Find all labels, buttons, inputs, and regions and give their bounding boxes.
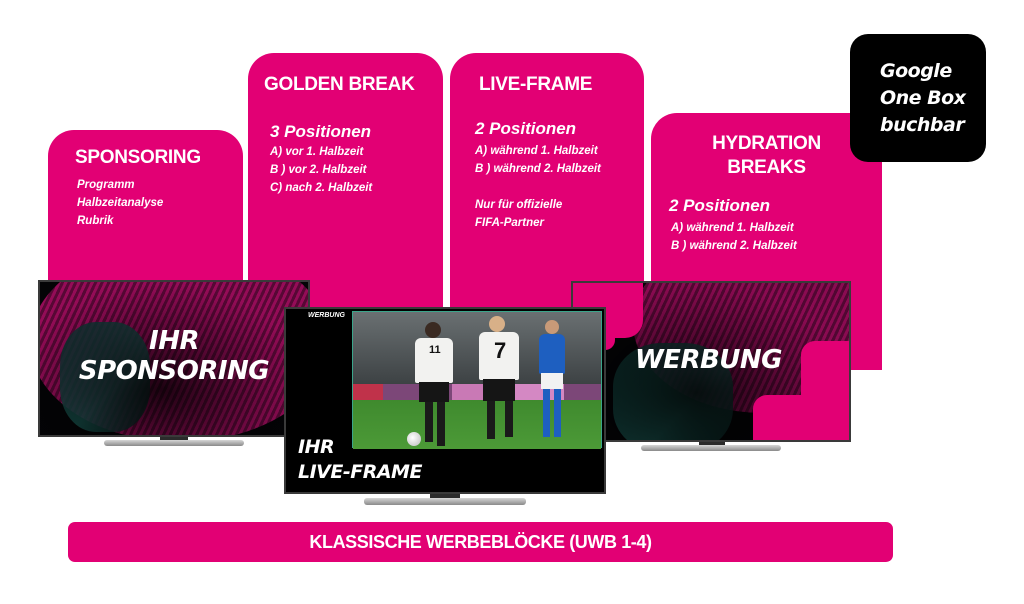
- google-box-line: Google: [880, 60, 952, 82]
- live-frame-note: Nur für offizielle FIFA-Partner: [475, 196, 562, 232]
- tv-stand-base: [104, 440, 244, 446]
- live-frame-item: A) während 1. Halbzeit: [475, 145, 598, 157]
- player-head: [425, 322, 441, 338]
- player-number: 11: [429, 344, 441, 356]
- hydration-title-line: BREAKS: [727, 157, 806, 178]
- google-box-line: One Box: [880, 87, 966, 109]
- sponsoring-title: SPONSORING: [75, 147, 201, 168]
- player-head: [489, 316, 505, 332]
- golden-break-item: C) nach 2. Halbzeit: [270, 182, 373, 194]
- tv-sponsoring-label: IHR SPONSORING: [40, 326, 308, 386]
- tv-label-line: IHR: [149, 326, 199, 356]
- magenta-corner-shape: [753, 395, 849, 440]
- sponsoring-list: Programm Halbzeitanalyse Rubrik: [77, 176, 163, 230]
- google-box-line: buchbar: [880, 114, 965, 136]
- player-leg: [554, 389, 561, 437]
- live-frame-title: LIVE-FRAME: [479, 74, 593, 95]
- hydration-item: B ) während 2. Halbzeit: [671, 240, 797, 252]
- hydration-title-line: HYDRATION: [712, 133, 821, 154]
- tv-stand-neck: [160, 437, 188, 441]
- match-footage: 11 7: [352, 311, 602, 449]
- player-leg: [505, 401, 513, 437]
- tv-screen: WERBUNG 11 7: [284, 307, 606, 494]
- tv-werbung-label: WERBUNG: [635, 345, 783, 375]
- player-head: [545, 320, 559, 334]
- google-one-box-badge: Google One Box buchbar: [850, 34, 986, 162]
- golden-break-positions: 3 Positionen: [270, 122, 372, 141]
- golden-break-list: A) vor 1. Halbzeit B ) vor 2. Halbzeit C…: [270, 143, 372, 197]
- player-shorts: [541, 373, 563, 389]
- sponsoring-item: Halbzeitanalyse: [77, 197, 164, 209]
- tv-screen: IHR SPONSORING: [38, 280, 310, 437]
- tv-screen: WERBUNG: [571, 281, 851, 442]
- player-number: 7: [494, 338, 507, 363]
- live-frame-card: LIVE-FRAME 2 Positionen A) während 1. Ha…: [450, 53, 644, 313]
- classic-ad-blocks-bar: KLASSISCHE WERBEBLÖCKE (UWB 1-4): [68, 522, 893, 562]
- live-frame-list: A) während 1. Halbzeit B ) während 2. Ha…: [475, 142, 601, 178]
- football: [407, 432, 421, 446]
- tv-label-line: LIVE-FRAME: [298, 461, 422, 483]
- live-frame-positions: 2 Positionen: [475, 119, 577, 138]
- tv-stand-base: [364, 498, 526, 505]
- live-frame-note-line: Nur für offizielle: [475, 199, 563, 211]
- sponsoring-item: Rubrik: [77, 215, 114, 227]
- golden-break-item: B ) vor 2. Halbzeit: [270, 164, 367, 176]
- player-shirt: [539, 334, 565, 374]
- live-frame-item: B ) während 2. Halbzeit: [475, 163, 601, 175]
- advertising-board: [353, 384, 601, 400]
- tv-label-line: IHR: [298, 436, 335, 458]
- hydration-breaks-title: HYDRATION BREAKS: [651, 132, 882, 180]
- tv-werbung: WERBUNG: [571, 281, 851, 451]
- player-shirt: [415, 338, 453, 383]
- tv-stand-neck: [430, 494, 460, 499]
- screen-vignette: [40, 282, 308, 435]
- golden-break-title: GOLDEN BREAK: [264, 74, 415, 95]
- player-shirt: [479, 332, 519, 380]
- tv-live-frame: WERBUNG 11 7: [284, 307, 606, 505]
- player-shorts: [483, 379, 515, 401]
- hydration-list: A) während 1. Halbzeit B ) während 2. Ha…: [671, 219, 797, 255]
- tv-stand-base: [641, 445, 781, 451]
- golden-break-item: A) vor 1. Halbzeit: [270, 146, 364, 158]
- hydration-item: A) während 1. Halbzeit: [671, 222, 794, 234]
- sponsoring-item: Programm: [77, 179, 135, 191]
- tv-stand-neck: [699, 442, 725, 446]
- magenta-corner-shape: [801, 341, 849, 401]
- live-frame-note-line: FIFA-Partner: [475, 217, 545, 229]
- player-leg: [437, 402, 445, 446]
- tv-label-line: SPONSORING: [78, 356, 270, 386]
- player-leg: [425, 402, 433, 442]
- player-leg: [487, 401, 495, 439]
- sponsoring-card: SPONSORING Programm Halbzeitanalyse Rubr…: [48, 130, 243, 290]
- tv-sponsoring: IHR SPONSORING: [38, 280, 310, 446]
- tv-live-frame-label: IHR LIVE-FRAME: [298, 435, 422, 485]
- player-shorts: [419, 382, 449, 402]
- golden-break-card: GOLDEN BREAK 3 Positionen A) vor 1. Halb…: [248, 53, 443, 313]
- player-leg: [543, 389, 550, 437]
- hydration-positions: 2 Positionen: [669, 196, 771, 215]
- werbung-tag: WERBUNG: [308, 312, 345, 319]
